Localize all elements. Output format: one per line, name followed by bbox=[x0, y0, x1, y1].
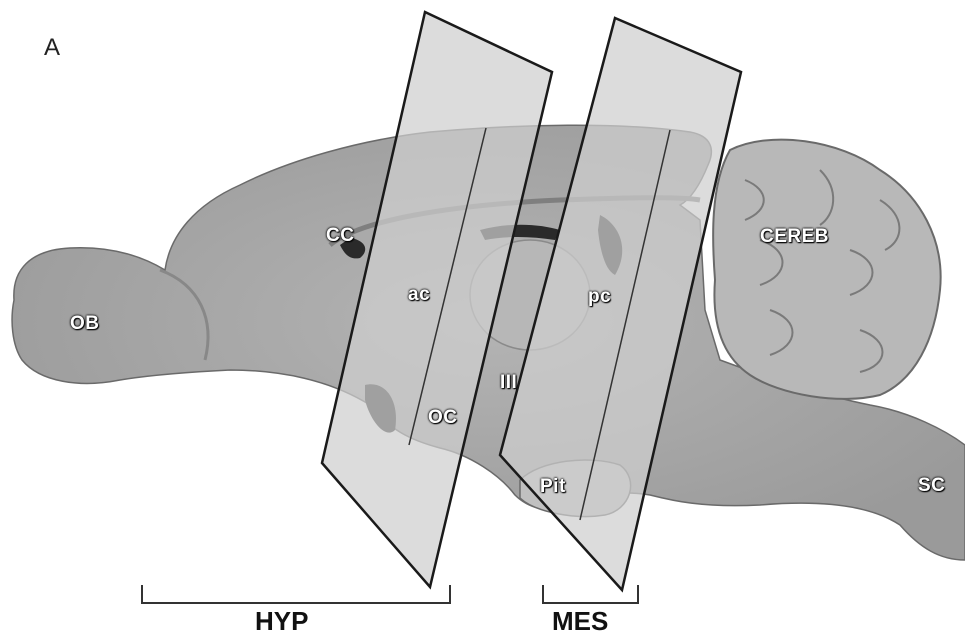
label-ob: OB bbox=[70, 313, 100, 335]
mes-label: MES bbox=[552, 606, 608, 637]
label-third-ventricle: III bbox=[500, 372, 517, 394]
hyp-label: HYP bbox=[255, 606, 308, 637]
label-oc: OC bbox=[428, 407, 458, 429]
label-sc: SC bbox=[918, 475, 945, 497]
label-pc: pc bbox=[588, 286, 611, 308]
panel-label: A bbox=[44, 34, 60, 62]
label-cereb: CEREB bbox=[760, 226, 829, 248]
label-cc: CC bbox=[326, 225, 354, 247]
hyp-bracket bbox=[142, 585, 450, 603]
label-ac: ac bbox=[408, 284, 430, 306]
label-pit: Pit bbox=[540, 476, 566, 498]
